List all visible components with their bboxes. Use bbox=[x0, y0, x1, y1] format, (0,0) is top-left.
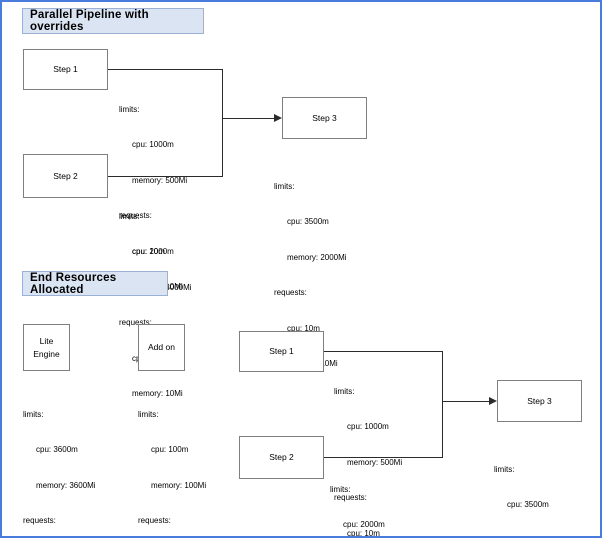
resources-bottom-step-2: limits: cpu: 2000m memory: 3000Mi reques… bbox=[330, 460, 403, 536]
resources-bottom-step-3-limits-memory: memory: 2000Mi bbox=[494, 535, 567, 537]
resources-add-on-limits-cpu: cpu: 100m bbox=[151, 445, 189, 455]
resources-top-step-3-requests-label: requests: bbox=[274, 288, 307, 298]
node-lite-engine-label-line-2: Engine bbox=[33, 348, 60, 359]
resources-add-on: limits: cpu: 100m memory: 100Mi requests… bbox=[138, 385, 207, 536]
connector-bottom-junction-vertical bbox=[442, 351, 443, 458]
resources-add-on-limits-memory: memory: 100Mi bbox=[151, 480, 207, 490]
resources-bottom-step-1-requests-cpu: cpu: 10m bbox=[347, 528, 380, 538]
arrowhead-bottom-step3 bbox=[489, 397, 497, 405]
section-title-end-resources-allocated: End Resources Allocated bbox=[22, 271, 168, 296]
resources-add-on-requests-label: requests: bbox=[138, 516, 171, 526]
node-top-step-2[interactable]: Step 2 bbox=[23, 154, 108, 198]
resources-bottom-step-1-limits-label: limits: bbox=[334, 386, 355, 396]
resources-bottom-step-3-limits-cpu: cpu: 3500m bbox=[507, 500, 549, 510]
resources-lite-engine-limits-memory: memory: 3600Mi bbox=[36, 480, 96, 490]
resources-add-on-limits-label: limits: bbox=[138, 409, 159, 419]
resources-bottom-step-2-limits-label: limits: bbox=[330, 484, 351, 494]
connector-bottom-step1-horizontal bbox=[324, 351, 443, 352]
resources-top-step-3-limits-label: limits: bbox=[274, 181, 295, 191]
resources-bottom-step-3-limits-label: limits: bbox=[494, 464, 515, 474]
resources-top-step-2-requests-label: requests: bbox=[119, 318, 152, 328]
connector-bottom-to-step3-horizontal bbox=[442, 401, 489, 402]
node-bottom-step-1-label: Step 1 bbox=[269, 346, 294, 357]
resources-lite-engine-limits-cpu: cpu: 3600m bbox=[36, 445, 78, 455]
node-bottom-step-2[interactable]: Step 2 bbox=[239, 436, 324, 479]
connector-bottom-step2-horizontal bbox=[324, 457, 443, 458]
connector-top-step1-horizontal bbox=[108, 69, 223, 70]
section-title-parallel-pipeline: Parallel Pipeline with overrides bbox=[22, 8, 204, 34]
resources-top-step-3-limits-memory: memory: 2000Mi bbox=[287, 252, 347, 262]
resources-lite-engine: limits: cpu: 3600m memory: 3600Mi reques… bbox=[23, 385, 96, 536]
node-add-on[interactable]: Add on bbox=[138, 324, 185, 371]
connector-top-to-step3-horizontal bbox=[222, 118, 274, 119]
node-add-on-label: Add on bbox=[148, 342, 175, 353]
resources-top-step-1-requests-cpu: cpu: 10m bbox=[132, 246, 165, 256]
node-top-step-1-label: Step 1 bbox=[53, 64, 78, 75]
resources-top-step-3-limits-cpu: cpu: 3500m bbox=[287, 217, 329, 227]
node-lite-engine-label-line-1: Lite bbox=[39, 335, 54, 346]
resources-bottom-step-1-requests-label: requests: bbox=[334, 493, 367, 503]
resources-top-step-2-requests-memory: memory: 10Mi bbox=[132, 389, 183, 399]
connector-top-step2-horizontal bbox=[108, 176, 223, 177]
resources-bottom-step-1-limits-cpu: cpu: 1000m bbox=[347, 422, 389, 432]
connector-top-junction-vertical bbox=[222, 69, 223, 177]
node-top-step-3[interactable]: Step 3 bbox=[282, 97, 367, 139]
node-top-step-1[interactable]: Step 1 bbox=[23, 49, 108, 90]
node-lite-engine[interactable]: Lite Engine bbox=[23, 324, 70, 371]
resources-top-step-3-requests-cpu: cpu: 10m bbox=[287, 323, 320, 333]
resources-top-step-2-limits-label: limits: bbox=[119, 211, 140, 221]
node-top-step-2-label: Step 2 bbox=[53, 170, 78, 181]
node-bottom-step-3[interactable]: Step 3 bbox=[497, 380, 582, 422]
arrowhead-top-step3 bbox=[274, 114, 282, 122]
resources-top-step-1-limits-label: limits: bbox=[119, 104, 140, 114]
node-bottom-step-1[interactable]: Step 1 bbox=[239, 331, 324, 372]
resources-bottom-step-2-limits-cpu: cpu: 2000m bbox=[343, 520, 385, 530]
resources-lite-engine-limits-label: limits: bbox=[23, 409, 44, 419]
resources-lite-engine-requests-label: requests: bbox=[23, 516, 56, 526]
resources-top-step-1-limits-cpu: cpu: 1000m bbox=[132, 140, 174, 150]
section-title-parallel-pipeline-label: Parallel Pipeline with overrides bbox=[30, 9, 149, 33]
resources-top-step-1-limits-memory: memory: 500Mi bbox=[132, 175, 188, 185]
resources-top-step-2-limits-cpu: cpu: 2000m bbox=[132, 247, 174, 257]
node-bottom-step-2-label: Step 2 bbox=[269, 452, 294, 463]
resources-top-step-1-requests-label: requests: bbox=[119, 211, 152, 221]
resources-bottom-step-3: limits: cpu: 3500m memory: 2000Mi reques… bbox=[494, 440, 567, 537]
resources-bottom-step-1-limits-memory: memory: 500Mi bbox=[347, 457, 403, 467]
node-top-step-3-label: Step 3 bbox=[312, 112, 337, 123]
section-title-end-resources-allocated-label: End Resources Allocated bbox=[30, 271, 117, 296]
node-bottom-step-3-label: Step 3 bbox=[527, 395, 552, 406]
resources-bottom-step-1: limits: cpu: 1000m memory: 500Mi request… bbox=[334, 362, 403, 538]
